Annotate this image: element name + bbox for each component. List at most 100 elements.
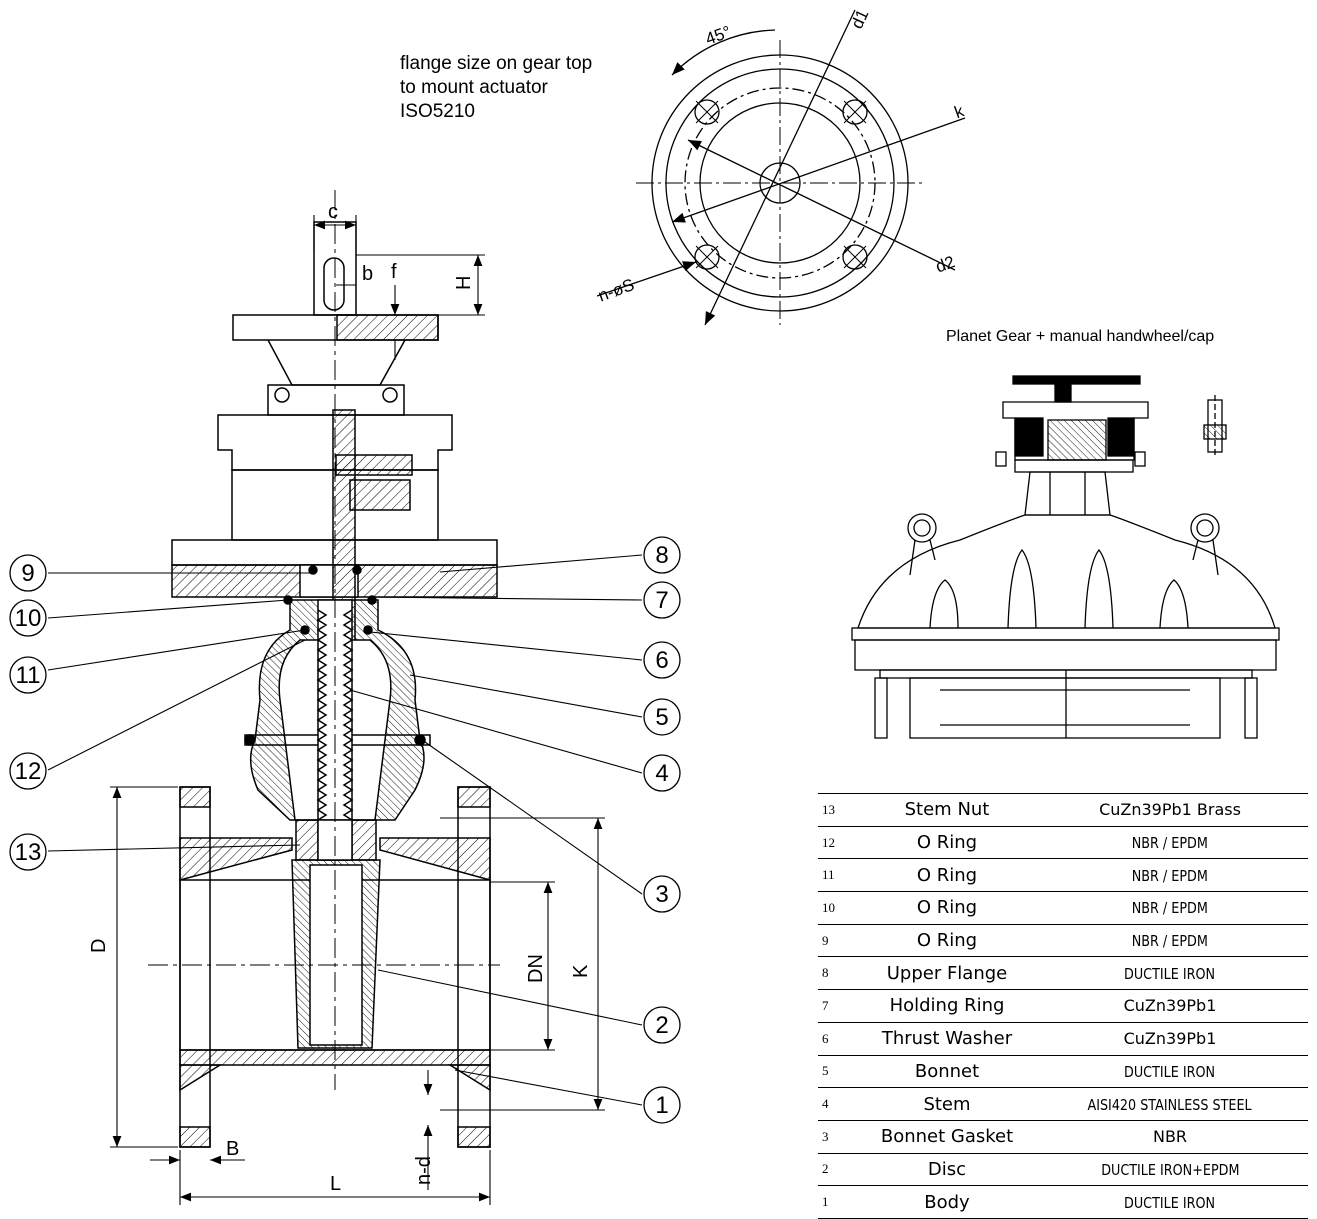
part-material-text: CuZn39Pb1 Brass	[1099, 800, 1241, 820]
part-name: Stem	[862, 1087, 1032, 1121]
balloon-11: 11	[9, 656, 47, 694]
balloon-7: 7	[643, 581, 681, 619]
part-name: Stem Nut	[862, 793, 1032, 827]
dim-c: c	[328, 201, 338, 223]
dim-f: f	[391, 261, 397, 283]
planet-gear-drawing	[851, 375, 1280, 739]
flange-note-line1: flange size on gear top	[400, 53, 593, 74]
part-material-text: DUCTILE IRON	[1124, 964, 1216, 983]
dim-b: b	[362, 263, 373, 285]
part-name: O Ring	[862, 891, 1032, 925]
balloon-10: 10	[9, 599, 47, 637]
balloon-5: 5	[643, 698, 681, 736]
flange-note-line2: to mount actuator	[400, 77, 548, 98]
balloon-1: 1	[643, 1086, 681, 1124]
svg-text:13: 13	[15, 839, 42, 866]
balloon-12: 12	[9, 752, 47, 790]
part-number: 9	[818, 924, 862, 958]
part-material-text: NBR / EPDM	[1131, 932, 1209, 951]
dim-L: L	[330, 1173, 341, 1195]
part-name: Body	[862, 1185, 1032, 1219]
part-material: AISI420 STAINLESS STEEL	[1032, 1087, 1308, 1121]
part-number: 3	[818, 1120, 862, 1154]
balloon-4: 4	[643, 754, 681, 792]
dimension-lines	[110, 215, 605, 1205]
svg-text:2: 2	[655, 1012, 668, 1039]
dim-B: B	[226, 1138, 239, 1160]
part-number: 10	[818, 891, 862, 925]
part-material: CuZn39Pb1	[1032, 1022, 1308, 1056]
part-material: DUCTILE IRON	[1032, 1185, 1308, 1219]
svg-text:10: 10	[15, 605, 42, 632]
flange-view-labels: 45° d1 k d2 n-øS	[596, 6, 967, 305]
part-material-text: NBR / EPDM	[1131, 866, 1209, 885]
part-number: 4	[818, 1087, 862, 1121]
part-balloons: 9 10 11 12 13 8 7 6 5 4 3 2 1	[9, 536, 681, 1124]
balloon-leaders	[47, 554, 643, 1106]
part-material: NBR / EPDM	[1032, 858, 1308, 893]
part-name: Bonnet	[862, 1055, 1032, 1089]
part-material: CuZn39Pb1	[1032, 989, 1308, 1023]
part-material: NBR	[1032, 1120, 1308, 1154]
bolt-hole	[694, 99, 720, 125]
balloon-6: 6	[643, 641, 681, 679]
part-material-text: DUCTILE IRON	[1124, 1193, 1216, 1212]
part-number: 1	[818, 1185, 862, 1219]
svg-text:4: 4	[655, 760, 668, 787]
flange-note-line3: ISO5210	[400, 101, 475, 122]
dimension-labels: c b f H D DN K B n-d L	[88, 201, 592, 1195]
part-number: 6	[818, 1022, 862, 1056]
part-name: O Ring	[862, 826, 1032, 860]
part-material: DUCTILE IRON+EPDM	[1032, 1153, 1308, 1187]
part-name: Holding Ring	[862, 989, 1032, 1023]
part-material-text: DUCTILE IRON	[1124, 1062, 1216, 1081]
part-name: O Ring	[862, 858, 1032, 893]
svg-text:5: 5	[655, 704, 668, 731]
part-material: DUCTILE IRON	[1032, 1055, 1308, 1089]
dim-D: D	[88, 939, 110, 953]
svg-text:3: 3	[655, 881, 668, 908]
part-material: NBR / EPDM	[1032, 826, 1308, 860]
bolt-hole	[842, 244, 868, 270]
part-material: DUCTILE IRON	[1032, 956, 1308, 991]
d1-label: d1	[847, 6, 872, 31]
part-name: Bonnet Gasket	[862, 1120, 1032, 1154]
part-material-text: CuZn39Pb1	[1123, 1029, 1217, 1049]
holes-label: n-øS	[596, 275, 637, 305]
part-number: 2	[818, 1153, 862, 1187]
svg-text:11: 11	[16, 662, 41, 689]
flange-note: flange size on gear top to mount actuato…	[400, 52, 592, 124]
part-material: NBR / EPDM	[1032, 924, 1308, 958]
svg-text:9: 9	[21, 560, 34, 587]
svg-text:12: 12	[15, 758, 42, 785]
part-number: 5	[818, 1055, 862, 1089]
part-material: CuZn39Pb1 Brass	[1032, 793, 1308, 827]
svg-text:1: 1	[655, 1092, 668, 1119]
valve-section-drawing	[148, 190, 500, 1148]
dim-K: K	[570, 964, 592, 978]
balloon-9: 9	[9, 554, 47, 592]
svg-text:7: 7	[655, 587, 668, 614]
part-number: 7	[818, 989, 862, 1023]
part-number: 12	[818, 826, 862, 860]
part-material-text: NBR / EPDM	[1131, 899, 1209, 918]
part-material: NBR / EPDM	[1032, 891, 1308, 925]
balloon-3: 3	[643, 875, 681, 913]
d2-label: d2	[933, 252, 957, 276]
part-name: O Ring	[862, 924, 1032, 958]
dim-nd: n-d	[413, 1156, 435, 1185]
part-name: Disc	[862, 1153, 1032, 1187]
